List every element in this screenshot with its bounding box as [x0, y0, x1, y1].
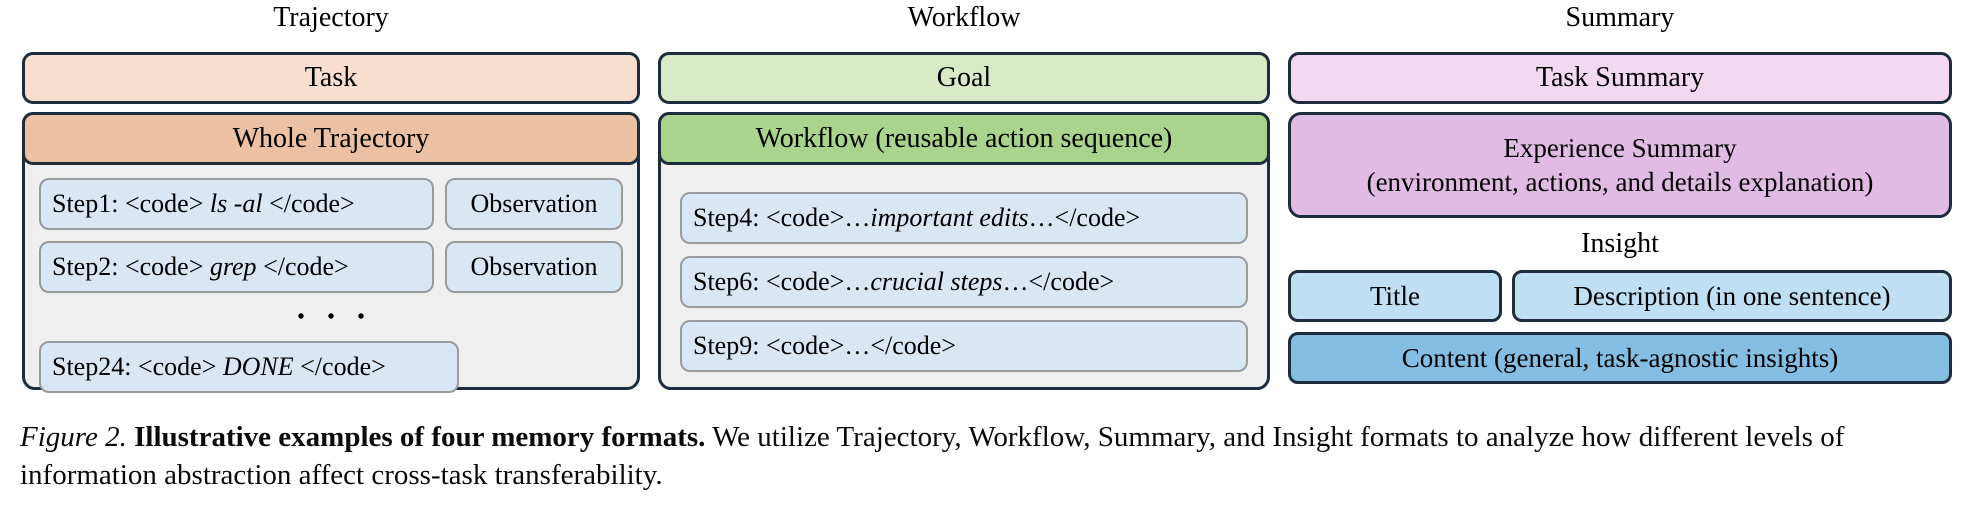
- trajectory-step-row: Step2: <code> grep </code> Observation: [39, 241, 623, 293]
- insight-row: Title Description (in one sentence): [1288, 270, 1952, 322]
- step24-label: Step24: <code> DONE </code>: [52, 352, 386, 381]
- goal-box: Goal: [658, 52, 1270, 104]
- step6-box: Step6: <code>…crucial steps…</code>: [680, 256, 1248, 308]
- insight-description-box: Description (in one sentence): [1512, 270, 1952, 322]
- step24-box: Step24: <code> DONE </code>: [39, 341, 460, 393]
- trajectory-steps-body: Step1: <code> ls -al </code> Observation…: [25, 165, 637, 401]
- task-summary-box: Task Summary: [1288, 52, 1952, 104]
- insight-section-title: Insight: [1581, 228, 1659, 259]
- step2-label: Step2: <code> grep </code>: [52, 252, 349, 281]
- workflow-header: Workflow (reusable action sequence): [658, 112, 1270, 165]
- step1-box: Step1: <code> ls -al </code>: [39, 178, 434, 230]
- experience-summary-line2: (environment, actions, and details expla…: [1366, 167, 1874, 197]
- step9-label: Step9: <code>…</code>: [693, 331, 956, 360]
- caption-bold-text: Illustrative examples of four memory for…: [134, 421, 706, 453]
- insight-content-box: Content (general, task-agnostic insights…: [1288, 332, 1952, 384]
- workflow-container: Workflow (reusable action sequence) Step…: [658, 112, 1270, 390]
- step2-box: Step2: <code> grep </code>: [39, 241, 434, 293]
- workflow-panel: Workflow Goal Workflow (reusable action …: [658, 0, 1270, 390]
- insight-title-box: Title: [1288, 270, 1502, 322]
- step6-label: Step6: <code>…crucial steps…</code>: [693, 267, 1115, 296]
- summary-panel: Summary Task Summary Experience Summary …: [1288, 0, 1952, 384]
- experience-summary-line1: Experience Summary: [1503, 133, 1737, 163]
- step9-box: Step9: <code>…</code>: [680, 320, 1248, 372]
- task-box: Task: [22, 52, 640, 104]
- summary-panel-title: Summary: [1565, 2, 1675, 33]
- experience-summary-box: Experience Summary (environment, actions…: [1288, 112, 1952, 218]
- figure-caption: Figure 2. Illustrative examples of four …: [20, 418, 1960, 494]
- caption-body-text: We utilize Trajectory, Workflow, Summary…: [20, 421, 1845, 491]
- observation-box-2: Observation: [445, 241, 623, 293]
- step1-label: Step1: <code> ls -al </code>: [52, 189, 355, 218]
- step4-label: Step4: <code>…important edits…</code>: [693, 203, 1141, 232]
- whole-trajectory-container: Whole Trajectory Step1: <code> ls -al </…: [22, 112, 640, 393]
- whole-trajectory-header: Whole Trajectory: [22, 112, 640, 165]
- ellipsis-dots: • • •: [297, 305, 374, 328]
- figure-number-label: Figure 2.: [20, 421, 127, 453]
- step4-box: Step4: <code>…important edits…</code>: [680, 192, 1248, 244]
- workflow-panel-title: Workflow: [907, 2, 1021, 33]
- trajectory-step-row: Step1: <code> ls -al </code> Observation: [39, 178, 623, 230]
- workflow-steps-body: Step4: <code>…important edits…</code> St…: [661, 165, 1267, 384]
- trajectory-panel-title: Trajectory: [273, 2, 389, 33]
- observation-box-1: Observation: [445, 178, 623, 230]
- trajectory-panel: Trajectory Task Whole Trajectory Step1: …: [22, 0, 640, 393]
